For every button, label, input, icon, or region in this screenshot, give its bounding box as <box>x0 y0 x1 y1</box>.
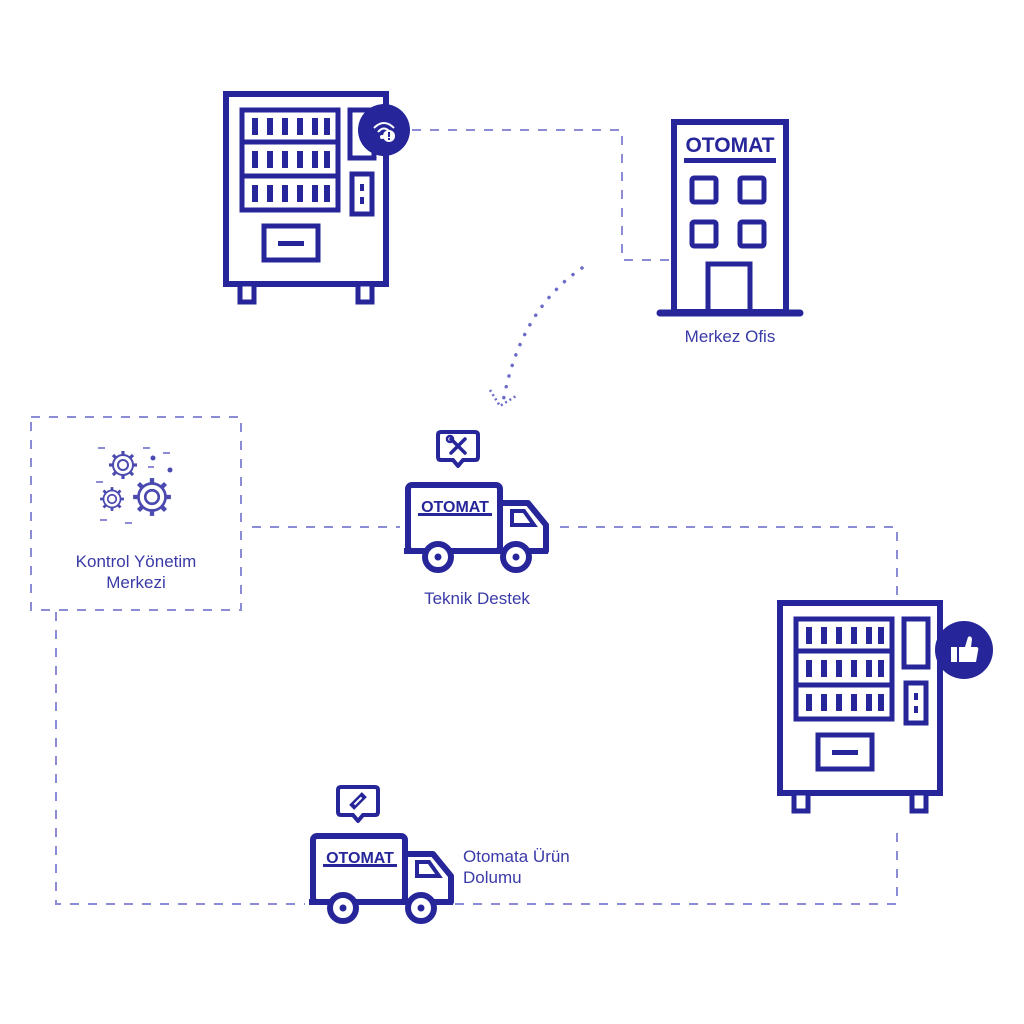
vending-machine-bottom <box>780 603 993 811</box>
building-icon: OTOMAT <box>656 119 804 317</box>
control-center-label-line2: Merkezi <box>106 573 166 592</box>
connector-top <box>412 129 672 261</box>
refill-label-line1: Otomata Ürün <box>463 847 570 866</box>
tools-icon <box>445 434 467 455</box>
connector-bottom <box>55 612 898 905</box>
tech-support-truck: OTOMAT <box>404 485 548 570</box>
dotted-arrow <box>488 266 584 408</box>
tools-bubble <box>436 430 480 468</box>
gears-icon <box>96 447 173 524</box>
building-logo: OTOMAT <box>685 134 774 157</box>
snack-bar-icon <box>349 792 367 810</box>
snack-bubble <box>336 785 380 823</box>
control-center-frame <box>30 416 242 611</box>
control-center-label-line1: Kontrol Yönetim <box>75 552 197 571</box>
truck-icon <box>404 485 548 570</box>
truck-icon <box>309 836 453 921</box>
refill-label-line2: Dolumu <box>463 868 522 887</box>
vending-machine-top <box>226 94 410 302</box>
truck-logo: OTOMAT <box>421 499 489 516</box>
tech-support-label: Teknik Destek <box>424 589 530 608</box>
wifi-alert-icon <box>358 104 410 156</box>
truck-logo: OTOMAT <box>326 850 394 867</box>
refill-label: Otomata Ürün Dolumu <box>463 846 633 888</box>
head-office-label: Merkez Ofis <box>684 327 776 346</box>
connector-middle <box>252 526 898 600</box>
control-center-label: Kontrol Yönetim Merkezi <box>31 551 241 593</box>
thumbs-up-icon <box>935 621 993 679</box>
refill-truck: OTOMAT <box>309 836 453 921</box>
